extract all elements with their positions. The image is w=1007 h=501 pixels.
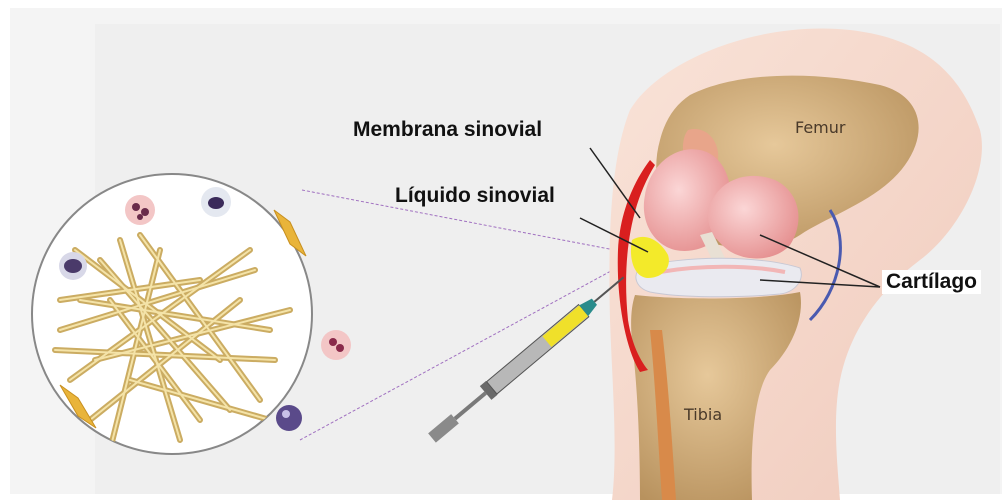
lymphocyte-cell-2 xyxy=(276,405,302,431)
cell-nucleus xyxy=(141,208,149,216)
label-synovial-membrane: Membrana sinovial xyxy=(353,118,542,142)
cell-nucleus xyxy=(137,214,143,220)
neutrophil-cell-2 xyxy=(321,330,351,360)
cell-highlight xyxy=(282,410,290,418)
label-tibia: Tibia xyxy=(684,405,722,424)
cell-nucleus xyxy=(208,197,224,209)
neutrophil-cell-1 xyxy=(125,195,155,225)
cell-nucleus xyxy=(132,203,140,211)
cell-nucleus xyxy=(336,344,344,352)
cell-nucleus xyxy=(64,259,82,273)
cell-nucleus xyxy=(329,338,337,346)
label-synovial-fluid: Líquido sinovial xyxy=(395,184,555,208)
label-cartilage: Cartílago xyxy=(882,270,981,294)
label-femur: Femur xyxy=(795,118,845,137)
